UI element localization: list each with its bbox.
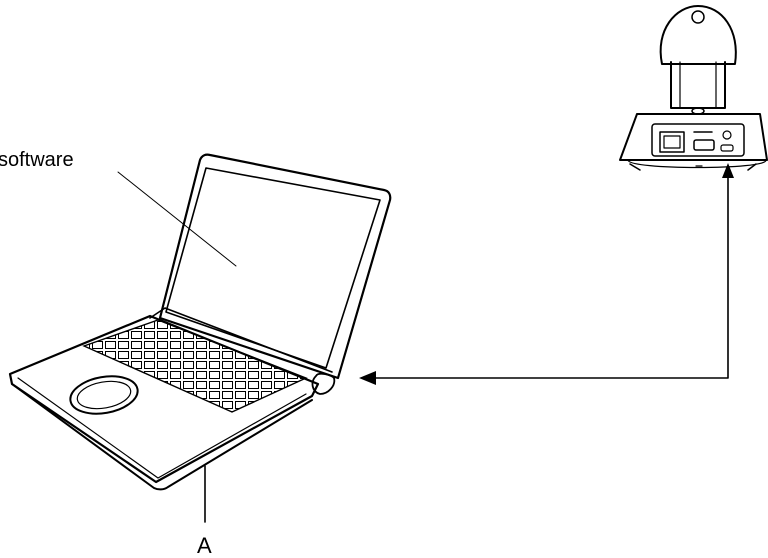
- laptop-icon: [8, 153, 392, 491]
- a-label: A: [197, 533, 212, 558]
- software-leader-line: [117, 171, 237, 267]
- connection-arrow: [359, 163, 734, 385]
- ptz-camera-icon: [619, 5, 768, 171]
- software-label: software: [0, 149, 74, 171]
